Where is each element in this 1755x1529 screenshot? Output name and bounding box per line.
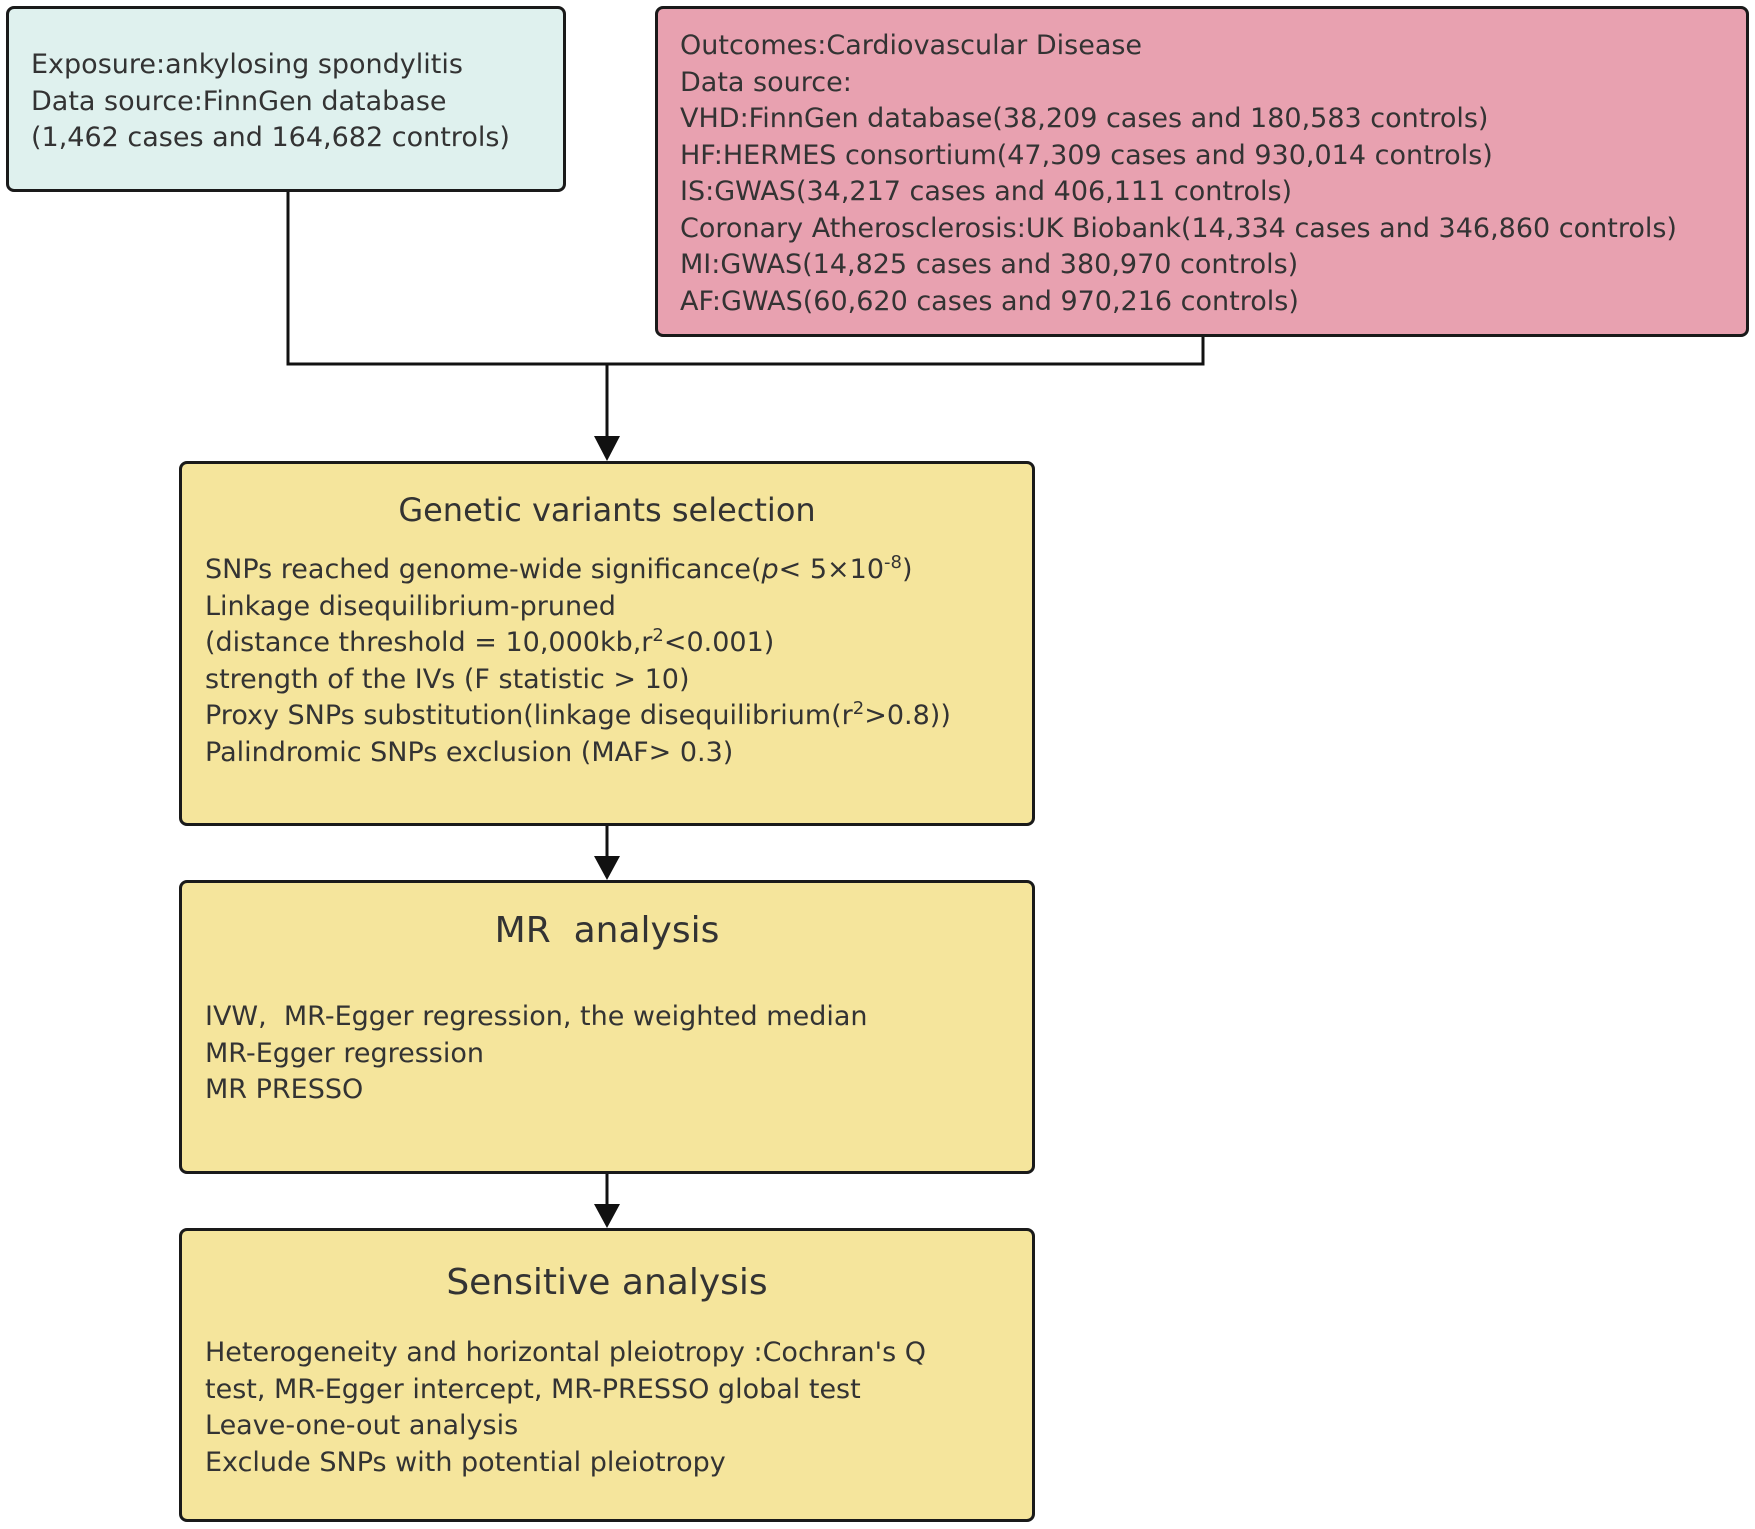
exposure-box: Exposure:ankylosing spondylitis Data sou…	[6, 6, 566, 192]
sensitive-method-1: Heterogeneity and horizontal pleiotropy …	[205, 1337, 926, 1368]
sensitive-analysis-methods: Heterogeneity and horizontal pleiotropy …	[205, 1335, 1032, 1481]
outcomes-line-2: Data source:	[680, 66, 852, 98]
sensitive-method-2: test, MR-Egger intercept, MR-PRESSO glob…	[205, 1373, 861, 1405]
genetic-selection-title: Genetic variants selection	[398, 491, 816, 529]
proxy-threshold: >0.8))	[864, 700, 951, 731]
mr-analysis-methods: IVW, MR-Egger regression, the weighted m…	[205, 999, 1032, 1109]
arrowhead-1	[594, 436, 620, 461]
significance-exponent: -8	[884, 552, 902, 573]
genetic-selection-criteria: SNPs reached genome-wide significance(p<…	[205, 552, 1032, 771]
genetic-criterion-iv-strength: strength of the IVs (F statistic > 10)	[205, 663, 690, 695]
proxy-text: Proxy SNPs substitution(linkage disequil…	[205, 700, 853, 731]
genetic-criterion-significance: SNPs reached genome-wide significance(p<…	[205, 552, 1032, 589]
genetic-variants-selection-box: Genetic variants selection SNPs reached …	[179, 461, 1035, 826]
p-symbol: p	[761, 554, 779, 585]
exposure-line-1: Exposure:ankylosing spondylitis	[31, 49, 463, 80]
sensitive-analysis-box: Sensitive analysis Heterogeneity and hor…	[179, 1228, 1035, 1522]
exposure-line-3: (1,462 cases and 164,682 controls)	[31, 122, 510, 153]
sensitive-method-3: Leave-one-out analysis	[205, 1410, 519, 1441]
significance-threshold: < 5×10	[778, 554, 885, 585]
genetic-criterion-proxy: Proxy SNPs substitution(linkage disequil…	[205, 698, 1032, 735]
outcomes-line-3: VHD:FinnGen database(38,209 cases and 18…	[680, 103, 1489, 134]
mr-method-3: MR PRESSO	[205, 1074, 364, 1105]
distance-threshold: <0.001)	[663, 627, 775, 658]
exposure-line-2: Data source:FinnGen database	[31, 85, 447, 117]
significance-text: SNPs reached genome-wide significance(	[205, 554, 762, 585]
distance-exponent: 2	[652, 625, 664, 646]
genetic-criterion-ld-pruned: Linkage disequilibrium-pruned	[205, 590, 616, 622]
outcomes-box: Outcomes:Cardiovascular Disease Data sou…	[655, 6, 1749, 337]
outcomes-line-4: HF:HERMES consortium(47,309 cases and 93…	[680, 139, 1493, 171]
genetic-criterion-distance: (distance threshold = 10,000kb,r2<0.001)	[205, 625, 1032, 662]
mr-analysis-box: MR analysis IVW, MR-Egger regression, th…	[179, 880, 1035, 1174]
arrowhead-2	[594, 856, 620, 880]
distance-text: (distance threshold = 10,000kb,r	[205, 627, 653, 658]
sensitive-method-4: Exclude SNPs with potential pleiotropy	[205, 1446, 726, 1478]
outcomes-line-6: Coronary Atherosclerosis:UK Biobank(14,3…	[680, 212, 1677, 244]
outcomes-line-8: AF:GWAS(60,620 cases and 970,216 control…	[680, 285, 1299, 317]
proxy-exponent: 2	[852, 698, 865, 719]
genetic-criterion-palindromic: Palindromic SNPs exclusion (MAF> 0.3)	[205, 736, 734, 768]
outcomes-line-5: IS:GWAS(34,217 cases and 406,111 control…	[680, 176, 1293, 207]
merge-connector	[286, 192, 1205, 366]
outcomes-line-7: MI:GWAS(14,825 cases and 380,970 control…	[680, 249, 1299, 280]
sensitive-analysis-title: Sensitive analysis	[446, 1262, 768, 1303]
mr-method-1: IVW, MR-Egger regression, the weighted m…	[205, 1001, 868, 1032]
mr-method-2: MR-Egger regression	[205, 1037, 484, 1069]
mr-analysis-title: MR analysis	[494, 910, 720, 951]
arrowhead-3	[594, 1204, 620, 1228]
significance-close: )	[902, 554, 913, 585]
outcomes-line-1: Outcomes:Cardiovascular Disease	[680, 30, 1143, 61]
